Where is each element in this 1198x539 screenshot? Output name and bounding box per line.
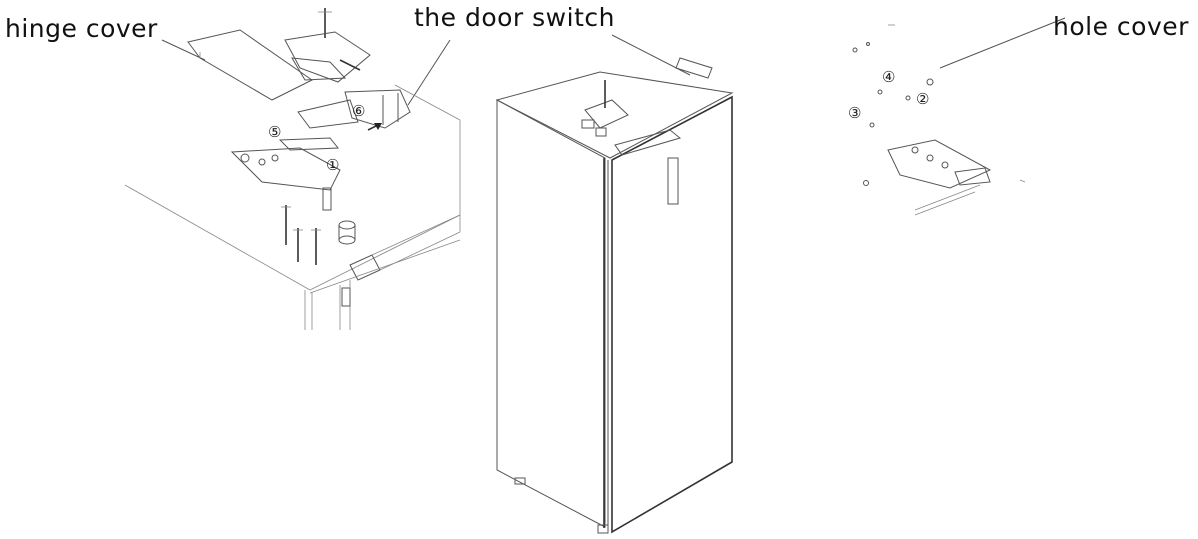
cabinet-door xyxy=(611,95,733,534)
part-number-3: ③ xyxy=(848,104,861,122)
door-handle xyxy=(667,157,679,205)
cabinet-side-panel xyxy=(496,99,606,528)
hinge-cover-part xyxy=(187,29,313,101)
part-number-2: ② xyxy=(916,90,929,108)
cabinet-isometric xyxy=(495,34,734,534)
hinge-cover-label: hinge cover xyxy=(5,14,158,43)
part-number-6: ⑥ xyxy=(352,102,365,120)
left-hinge-detail xyxy=(124,8,461,330)
part-number-5: ⑤ xyxy=(268,123,281,141)
hole-cover-detail xyxy=(852,17,1066,216)
hole-cover-label: hole cover xyxy=(1053,12,1189,41)
part-number-4: ④ xyxy=(882,68,895,86)
hole-cover-leader xyxy=(939,17,1066,69)
door-switch-leader-left xyxy=(407,39,451,106)
cabinet-top xyxy=(495,71,734,159)
hinge-plate xyxy=(230,147,341,191)
hinge-pin xyxy=(322,187,332,211)
part-number-1: ① xyxy=(326,156,339,174)
hinge-bracket-upper xyxy=(284,31,371,83)
door-switch-leader-right xyxy=(611,34,691,76)
hole-cover-plate xyxy=(887,139,992,189)
hinge-cover-leader xyxy=(161,39,206,61)
door-switch-label: the door switch xyxy=(414,3,615,32)
